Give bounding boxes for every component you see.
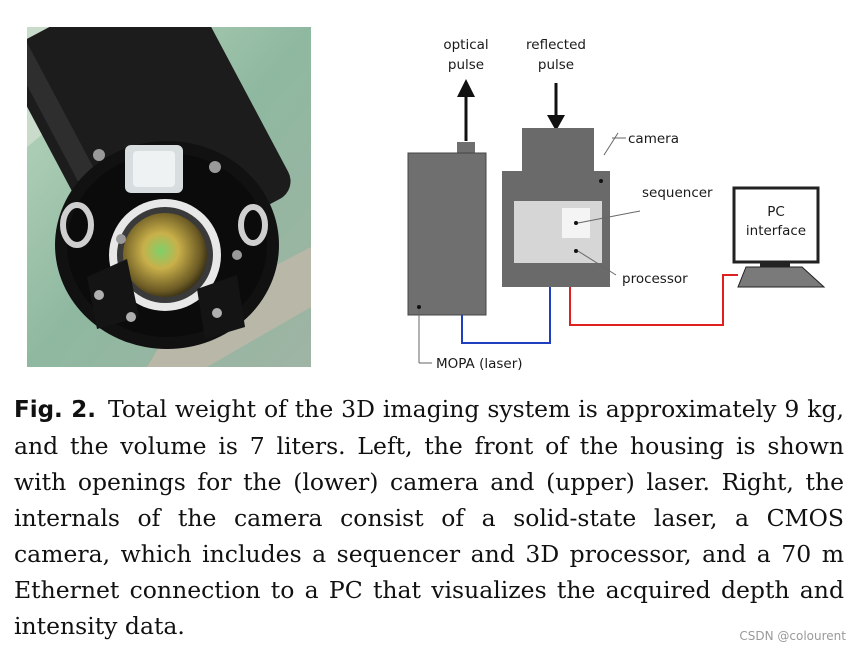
optical-pulse-label-2: pulse bbox=[448, 57, 484, 73]
reflected-pulse-label-2: pulse bbox=[538, 57, 574, 73]
optical-pulse-label: optical bbox=[443, 37, 488, 53]
figure-caption: Fig. 2.Total weight of the 3D imaging sy… bbox=[14, 391, 844, 644]
reflected-pulse-label: reflected bbox=[526, 37, 586, 53]
pc-interface-label: interface bbox=[746, 223, 806, 239]
camera-label: camera bbox=[628, 131, 679, 147]
mopa-label: MOPA (laser) bbox=[436, 356, 523, 372]
figure-label: Fig. 2. bbox=[14, 397, 96, 423]
camera-block bbox=[502, 128, 610, 287]
system-block-diagram: optical pulse reflected pulse camera seq… bbox=[407, 37, 826, 372]
sequencer-label: sequencer bbox=[642, 185, 713, 201]
pc-label: PC bbox=[767, 204, 785, 220]
processor-label: processor bbox=[622, 271, 688, 287]
mopa-laser-block bbox=[407, 142, 487, 316]
reflected-pulse-arrow bbox=[547, 83, 565, 131]
pc-interface-block bbox=[732, 186, 826, 288]
watermark: CSDN @colourent bbox=[739, 629, 846, 643]
housing-photo bbox=[27, 27, 311, 367]
pc-cable bbox=[569, 274, 738, 326]
laser-cable bbox=[461, 287, 551, 344]
caption-text: Total weight of the 3D imaging system is… bbox=[14, 395, 844, 640]
optical-pulse-arrow bbox=[457, 79, 475, 141]
